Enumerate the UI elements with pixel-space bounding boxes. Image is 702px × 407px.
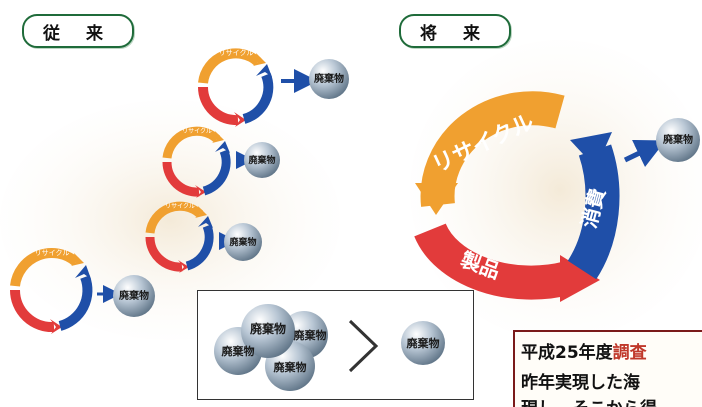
small-consume-arrow [242, 73, 274, 124]
small-recycle-arrow [198, 48, 262, 84]
header-past: 従 来 [22, 14, 134, 48]
greater-than-symbol [348, 319, 379, 373]
small-recycle-label: リサイクル [182, 128, 212, 135]
caption-line-1-highlight: 調査 [612, 343, 647, 363]
caption-box: 平成25年度調査 昨年実現した海 現し、そこから得 [513, 330, 702, 407]
small-cycle-2: リサイクル 廃棄物 [162, 126, 280, 198]
comparison-graphics: 廃棄物 廃棄物 廃棄物 廃棄物 廃棄物 [214, 304, 445, 391]
waste-label: 廃棄物 [248, 154, 275, 166]
waste-label: 廃棄物 [119, 289, 149, 302]
small-recycle-label: リサイクル [165, 203, 195, 210]
small-product-arrow [197, 86, 239, 126]
small-recycle-label: リサイクル [35, 249, 70, 257]
cluster-label: 廃棄物 [250, 321, 286, 336]
large-waste-sphere [656, 118, 700, 162]
cluster-label: 廃棄物 [274, 360, 307, 374]
small-cycle-1: リサイクル 廃棄物 [197, 48, 349, 127]
cluster-label: 廃棄物 [222, 344, 255, 358]
large-product-arrow [414, 222, 573, 300]
caption-line-1: 平成25年度調査 [521, 338, 647, 363]
small-cycle-3: リサイクル 廃棄物 [145, 201, 262, 273]
header-future: 将 来 [399, 14, 511, 48]
waste-sphere [244, 142, 280, 178]
single-waste-sphere [401, 321, 445, 365]
small-recycle-label: リサイクル [219, 49, 254, 57]
waste-sphere [224, 223, 262, 261]
small-cycle-4: リサイクル 廃棄物 [9, 247, 155, 334]
comparison-box: 廃棄物 廃棄物 廃棄物 廃棄物 廃棄物 [197, 290, 474, 400]
waste-label: 廃棄物 [229, 236, 256, 248]
caption-line-3: 現し、そこから得 [521, 394, 657, 407]
cluster-sphere [241, 304, 295, 358]
caption-line-2: 昨年実現した海 [521, 373, 640, 393]
caption-line-1-prefix: 平成25年度 [521, 343, 613, 363]
header-past-label: 従 来 [43, 23, 113, 44]
waste-sphere [309, 59, 349, 99]
large-recycle-arrow [420, 91, 565, 207]
single-waste-label: 廃棄物 [407, 336, 440, 350]
large-consume-arrow [567, 144, 620, 280]
header-future-label: 将 来 [420, 23, 490, 44]
waste-label: 廃棄物 [314, 72, 344, 85]
waste-sphere [113, 275, 155, 317]
large-waste-label: 廃棄物 [663, 133, 693, 146]
cluster-label: 廃棄物 [294, 328, 327, 342]
